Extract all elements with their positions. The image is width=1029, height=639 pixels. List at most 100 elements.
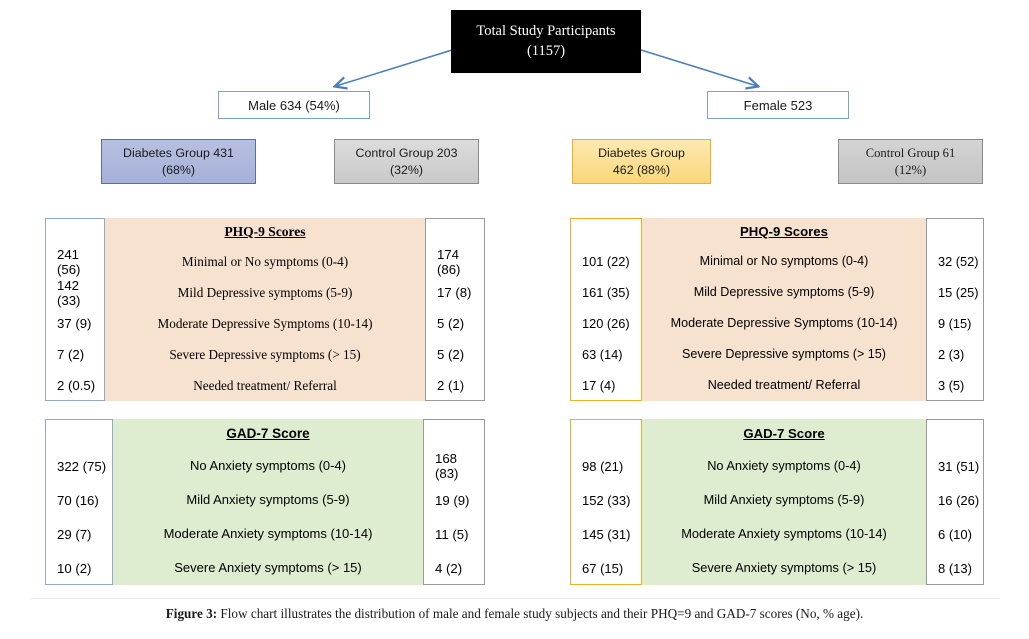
female-phq9-row-label: Severe Depressive symptoms (> 15) xyxy=(681,347,887,362)
female-gad7-row-label: Severe Anxiety symptoms (> 15) xyxy=(691,559,877,575)
female-gad7-right-value: 6 (10) xyxy=(938,526,972,542)
female-phq9-right-value: 2 (3) xyxy=(938,347,965,362)
male-control-line1: Control Group 203 xyxy=(355,146,458,161)
male-phq9-row-label: Mild Depressive symptoms (5-9) xyxy=(177,284,353,300)
female-phq9-right-value: 32 (52) xyxy=(938,254,979,269)
male-phq9-diabetes-column: 241 (56)142 (33) 37 (9) 7 (2) 2 (0.5) xyxy=(45,218,105,401)
male-phq9-right-value: 5 (2) xyxy=(437,347,465,362)
male-phq9-right-value: 5 (2) xyxy=(437,316,465,331)
node-male-label: Male 634 (54%) xyxy=(248,97,340,113)
male-phq9-left-value: 142 (33) xyxy=(57,277,81,308)
male-phq9-right-value: 2 (1) xyxy=(437,378,465,393)
female-gad7-right-value: 8 (13) xyxy=(938,560,972,576)
female-gad7-diabetes-column: 98 (21)152 (33)145 (31)67 (15) xyxy=(570,419,642,585)
male-gad7-left-value: 322 (75) xyxy=(57,458,107,474)
male-phq9-right-value: 17 (8) xyxy=(437,285,472,300)
female-phq9-diabetes-column: 101 (22)161 (35)120 (26)63 (14)17 (4) xyxy=(570,218,642,401)
female-gad7-right-value: 31 (51) xyxy=(938,458,980,474)
male-gad7-diabetes-column: 322 (75) 70 (16) 29 (7) 10 (2) xyxy=(45,419,113,585)
node-female-label: Female 523 xyxy=(743,97,813,113)
female-phq9-title: PHQ-9 Scores xyxy=(740,224,828,239)
male-gad7-right-value: 168 (83) xyxy=(435,451,459,481)
male-phq9-column-spacer xyxy=(426,218,484,246)
female-control-line1: Control Group 61 xyxy=(865,146,956,161)
figure-caption-text: Flow chart illustrates the distribution … xyxy=(217,606,864,621)
female-gad7-column-spacer xyxy=(927,419,983,449)
male-gad7-row-label: Moderate Anxiety symptoms (10-14) xyxy=(163,525,373,541)
male-gad7-left-value: 70 (16) xyxy=(57,492,99,508)
female-phq9-column-spacer xyxy=(927,218,983,246)
male-control-line2: (32%) xyxy=(389,162,424,177)
female-phq9-row-label: Minimal or No symptoms (0-4) xyxy=(699,254,869,269)
female-gad7-title: GAD-7 Score xyxy=(743,426,825,441)
male-gad7-right-value: 4 (2) xyxy=(435,560,463,576)
node-male: Male 634 (54%) xyxy=(218,91,370,119)
total-participants-count: (1157) xyxy=(526,42,566,59)
node-female-diabetes-group: Diabetes Group 462 (88%) xyxy=(572,139,711,184)
table-female-gad7: 98 (21)152 (33)145 (31)67 (15) GAD-7 Sco… xyxy=(570,419,984,585)
female-diabetes-line2: 462 (88%) xyxy=(612,162,671,177)
female-phq9-left-value: 161 (35) xyxy=(582,285,630,300)
female-phq9-row-label: Mild Depressive symptoms (5-9) xyxy=(693,285,875,300)
female-control-line2: (12%) xyxy=(894,162,927,177)
female-gad7-left-value: 67 (15) xyxy=(582,560,624,576)
female-phq9-row-label: Needed treatment/ Referral xyxy=(707,378,861,393)
total-participants-title: Total Study Participants xyxy=(476,22,616,39)
female-phq9-control-column: 32 (52)15 (25)9 (15)2 (3)3 (5) xyxy=(926,218,984,401)
female-phq9-right-value: 3 (5) xyxy=(938,378,965,393)
female-phq9-column-spacer xyxy=(571,218,641,246)
male-gad7-column-spacer xyxy=(424,419,484,449)
female-gad7-row-label: Moderate Anxiety symptoms (10-14) xyxy=(681,525,887,541)
male-phq9-row-label: Needed treatment/ Referral xyxy=(193,377,337,393)
arrow-to-female xyxy=(640,49,757,86)
female-gad7-left-value: 98 (21) xyxy=(582,458,624,474)
female-phq9-right-value: 15 (25) xyxy=(938,285,979,300)
male-phq9-left-value: 241 (56) xyxy=(57,246,81,277)
arrow-to-male xyxy=(336,49,453,86)
female-gad7-control-column: 31 (51) 16 (26) 6 (10) 8 (13) xyxy=(926,419,984,585)
caption-divider xyxy=(30,598,999,599)
male-gad7-labels-column: GAD-7 Score No Anxiety symptoms (0-4) Mild… xyxy=(112,419,424,585)
male-gad7-title: GAD-7 Score xyxy=(226,426,310,441)
male-gad7-row-label: Severe Anxiety symptoms (> 15) xyxy=(174,559,362,575)
male-diabetes-line1: Diabetes Group 431 xyxy=(123,146,234,161)
male-phq9-left-value: 7 (2) xyxy=(57,347,85,362)
female-gad7-right-value: 16 (26) xyxy=(938,492,980,508)
female-phq9-left-value: 120 (26) xyxy=(582,316,630,331)
table-female-phq9: 101 (22)161 (35)120 (26)63 (14)17 (4) PH… xyxy=(570,218,984,401)
male-phq9-left-value: 37 (9) xyxy=(57,316,92,331)
male-gad7-row-label: Mild Anxiety symptoms (5-9) xyxy=(186,491,350,507)
male-phq9-control-column: 174 (86) 17 (8) 5 (2) 5 (2) 2 (1) xyxy=(425,218,485,401)
node-male-diabetes-group: Diabetes Group 431 (68%) xyxy=(101,139,256,184)
female-gad7-labels-column: GAD-7 Score No Anxiety symptoms (0-4) Mild… xyxy=(641,419,927,585)
male-gad7-column-spacer xyxy=(46,419,112,449)
male-gad7-left-value: 29 (7) xyxy=(57,526,92,542)
male-gad7-left-value: 10 (2) xyxy=(57,560,92,576)
table-male-phq9: 241 (56)142 (33) 37 (9) 7 (2) 2 (0.5) PHQ-9… xyxy=(45,218,485,401)
figure-caption: Figure 3: Flow chart illustrates the dis… xyxy=(0,606,1029,622)
male-phq9-left-value: 2 (0.5) xyxy=(57,378,96,393)
node-male-control-group: Control Group 203 (32%) xyxy=(334,139,479,184)
node-female: Female 523 xyxy=(707,91,849,119)
male-gad7-right-value: 11 (5) xyxy=(435,526,469,542)
node-female-control-group: Control Group 61 (12%) xyxy=(838,139,983,184)
male-phq9-title: PHQ-9 Scores xyxy=(224,224,306,239)
male-phq9-right-value: 174 (86) xyxy=(437,246,461,277)
male-phq9-column-spacer xyxy=(46,218,104,246)
female-phq9-left-value: 101 (22) xyxy=(582,254,630,269)
male-phq9-row-label: Moderate Depressive Symptoms (10-14) xyxy=(157,315,373,331)
female-phq9-row-label: Moderate Depressive Symptoms (10-14) xyxy=(670,316,898,331)
male-gad7-row-label: No Anxiety symptoms (0-4) xyxy=(189,457,347,473)
male-gad7-control-column: 168 (83) 19 (9) 11 (5) 4 (2) xyxy=(423,419,485,585)
female-gad7-row-label: No Anxiety symptoms (0-4) xyxy=(707,457,861,473)
female-gad7-row-label: Mild Anxiety symptoms (5-9) xyxy=(703,491,865,507)
female-phq9-left-value: 63 (14) xyxy=(582,347,623,362)
male-phq9-row-label: Minimal or No symptoms (0-4) xyxy=(181,253,349,269)
female-gad7-column-spacer xyxy=(571,419,641,449)
female-gad7-left-value: 152 (33) xyxy=(582,492,631,508)
male-gad7-right-value: 19 (9) xyxy=(435,492,470,508)
